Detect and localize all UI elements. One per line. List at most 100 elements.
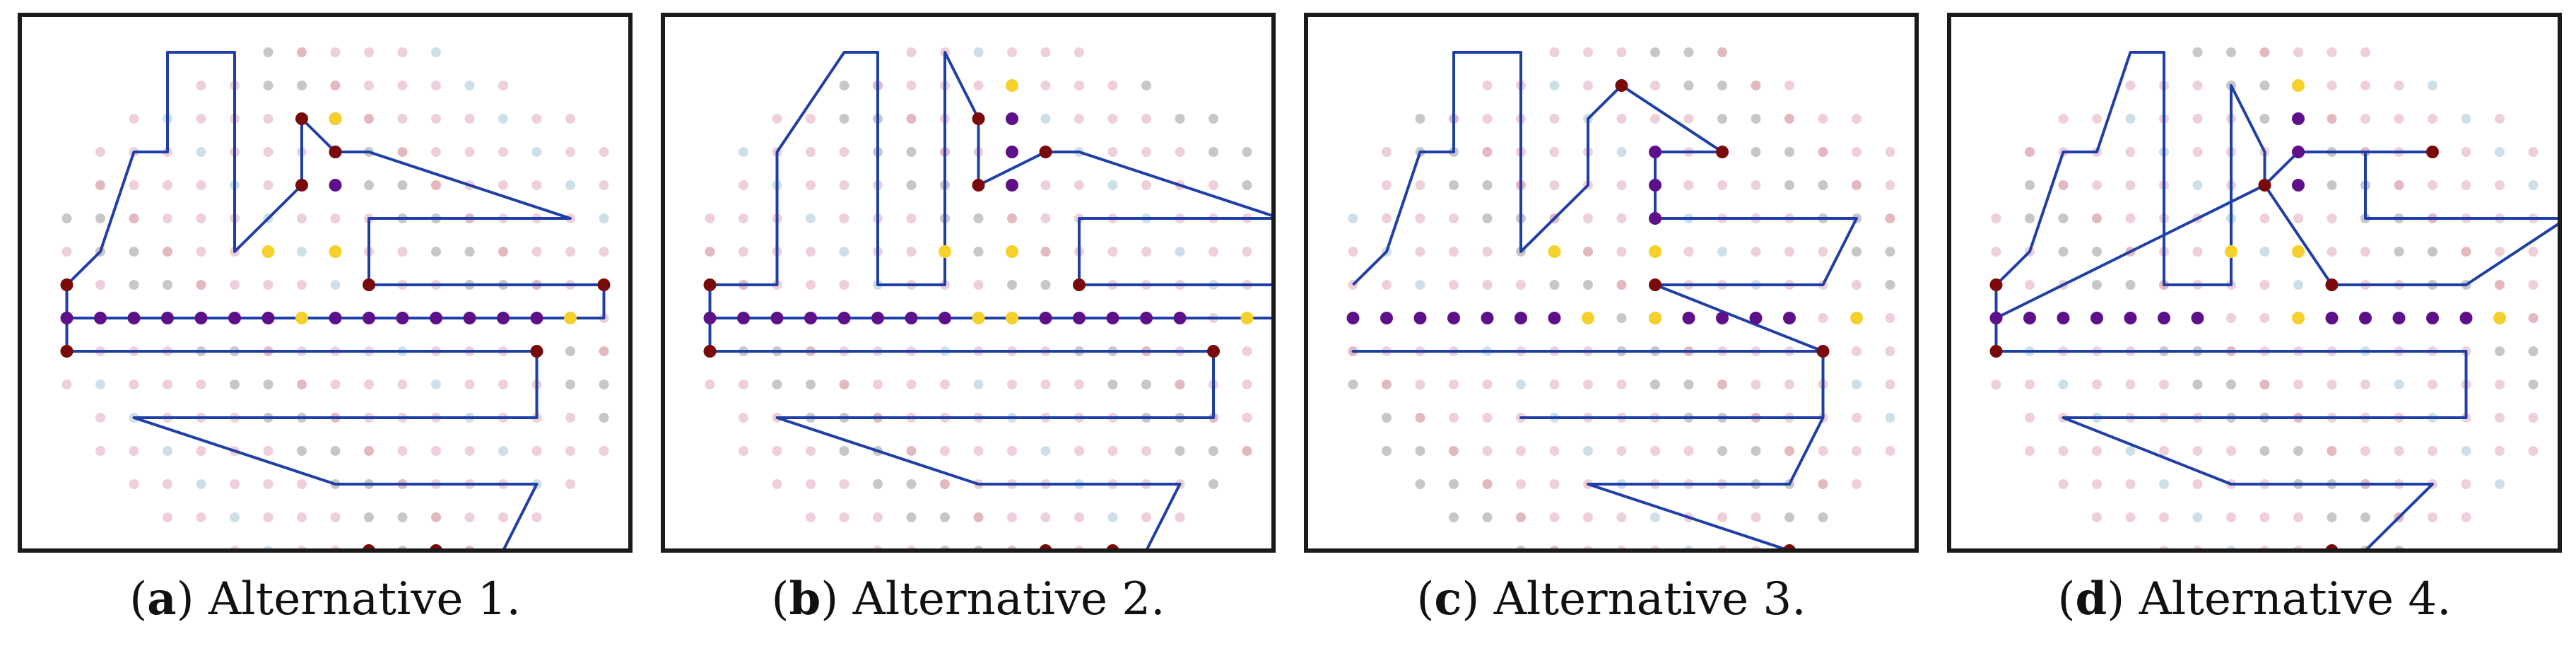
grid-dot	[2058, 213, 2069, 223]
grid-dot	[772, 446, 782, 456]
endpoint-node	[703, 345, 717, 358]
grid-dot	[196, 147, 206, 157]
purple-node	[94, 312, 107, 324]
purple-node	[1413, 312, 1427, 324]
grid-dot	[95, 213, 105, 223]
route-path	[708, 51, 1271, 548]
endpoint-node	[1615, 79, 1628, 92]
grid-dot	[2495, 280, 2505, 290]
grid-dot	[1516, 512, 1526, 522]
grid-dot	[397, 380, 408, 389]
route-path	[65, 51, 606, 548]
grid-dot	[297, 280, 307, 290]
grid-dot	[2461, 479, 2471, 489]
grid-dot	[565, 180, 575, 190]
endpoint-node	[2326, 544, 2338, 548]
grid-dot	[1751, 247, 1761, 257]
grid-dot	[2495, 247, 2505, 257]
purple-node	[228, 312, 241, 324]
grid-dot	[1751, 114, 1761, 124]
purple-node	[530, 312, 543, 324]
grid-dot	[1549, 47, 1560, 57]
grid-dot	[95, 446, 105, 456]
yellow-node	[1006, 245, 1018, 258]
grid-dot	[1208, 247, 1218, 257]
grid-dot	[1885, 313, 1895, 323]
grid-dot	[1382, 380, 1392, 389]
grid-dot	[1242, 446, 1252, 456]
grid-dot	[297, 47, 307, 57]
grid-dot	[1482, 213, 1493, 223]
caption-title: Alternative 4.	[2139, 573, 2452, 625]
grid-dot	[806, 114, 816, 124]
grid-dot	[129, 180, 139, 190]
grid-dot	[196, 114, 206, 124]
grid-dot	[1449, 213, 1459, 223]
yellow-node	[1582, 312, 1594, 324]
grid-dot	[297, 380, 307, 389]
grid-dot	[1717, 247, 1727, 257]
grid-dot	[1382, 147, 1392, 157]
grid-dot	[806, 147, 816, 157]
grid-dot	[1074, 546, 1084, 548]
grid-dot	[1683, 114, 1694, 124]
endpoint-node	[972, 112, 985, 125]
grid-dot	[2360, 81, 2370, 90]
grid-dot	[2125, 147, 2136, 157]
grid-dot	[1885, 413, 1895, 423]
grid-dot	[230, 280, 240, 290]
grid-dot	[163, 213, 172, 223]
grid-dot	[1650, 114, 1660, 124]
yellow-node	[261, 245, 275, 258]
grid-dot	[2360, 380, 2370, 389]
endpoint-node	[363, 544, 375, 548]
grid-dot	[1751, 180, 1761, 190]
grid-dot	[739, 213, 748, 223]
grid-dot	[1616, 512, 1627, 522]
grid-dot	[940, 380, 950, 389]
grid-dot	[2293, 213, 2303, 223]
purple-node	[2325, 312, 2339, 324]
grid-dot	[465, 546, 474, 548]
purple-node	[60, 312, 73, 324]
purple-node	[1006, 179, 1018, 192]
grid-dot	[2025, 380, 2035, 389]
grid-dot	[129, 446, 139, 456]
purple-node	[2292, 146, 2305, 158]
caption-b: (b) Alternative 2.	[771, 572, 1165, 625]
grid-dot	[2025, 147, 2035, 157]
grid-dot	[364, 81, 374, 90]
grid-dot	[397, 147, 408, 157]
grid-dot	[364, 512, 374, 522]
grid-dot	[1616, 313, 1627, 323]
grid-dot	[839, 479, 849, 489]
purple-node	[2124, 312, 2137, 324]
panel-c	[1304, 13, 1919, 553]
purple-node	[1447, 312, 1460, 324]
grid-dot	[973, 81, 984, 90]
grid-dot	[1482, 180, 1493, 190]
grid-dot	[1242, 380, 1252, 389]
grid-dot	[1449, 380, 1459, 389]
yellow-node	[329, 245, 342, 258]
endpoint-node	[60, 345, 73, 358]
grid-dot	[599, 180, 609, 190]
grid-dot	[1852, 413, 1862, 423]
purple-node	[770, 312, 784, 324]
grid-dot	[1382, 180, 1392, 190]
grid-dot	[2528, 247, 2539, 257]
grid-dot	[2394, 81, 2404, 90]
grid-dot	[1449, 479, 1459, 489]
purple-node	[1106, 312, 1119, 324]
grid-dot	[498, 147, 508, 157]
yellow-node	[1006, 79, 1018, 92]
grid-dot	[531, 247, 542, 257]
grid-dots	[705, 47, 1252, 548]
grid-dot	[2428, 380, 2437, 389]
grid-dot	[1040, 47, 1051, 57]
grid-dot	[839, 446, 849, 456]
grid-dot	[364, 380, 374, 389]
grid-dot	[2092, 380, 2102, 389]
grid-dot	[973, 380, 984, 389]
grid-dot	[263, 380, 274, 389]
